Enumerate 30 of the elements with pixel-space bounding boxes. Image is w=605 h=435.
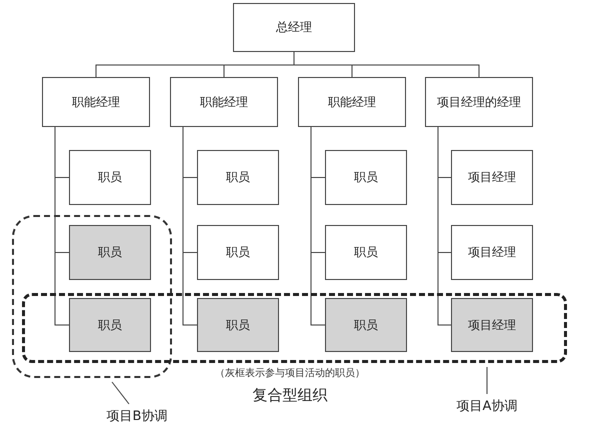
dashed-rounded-region (12, 215, 172, 378)
role-box: 职员 (325, 225, 407, 280)
connector-line (438, 126, 452, 326)
role-box: 职员 (69, 150, 151, 205)
highlighted-role-box: 职员 (197, 298, 279, 352)
role-box: 职员 (325, 150, 407, 205)
role-box: 项目经理的经理 (425, 77, 533, 127)
coordination-label: 项目A协调 (448, 396, 526, 416)
role-box: 项目经理 (451, 225, 533, 280)
role-box: 总经理 (233, 3, 355, 52)
coordination-label: 项目B协调 (100, 406, 174, 426)
role-box: 项目经理 (451, 150, 533, 205)
connector-line (54, 126, 70, 326)
role-box: 职能经理 (42, 77, 150, 127)
highlighted-role-box: 职员 (325, 298, 407, 352)
connector-line (182, 126, 198, 326)
connector-line (294, 52, 480, 78)
leader-line (486, 366, 488, 394)
role-box: 职员 (197, 225, 279, 280)
dashed-region (22, 293, 567, 363)
role-box: 职员 (197, 150, 279, 205)
highlighted-role-box: 项目经理 (451, 298, 533, 352)
role-box: 职能经理 (298, 77, 406, 127)
leader-line (112, 382, 130, 404)
highlighted-role-box: 职员 (69, 225, 151, 280)
highlighted-role-box: 职员 (69, 298, 151, 352)
connector-line (310, 126, 326, 326)
note-text: （灰框表示参与项目活动的职员） (214, 366, 366, 380)
caption: 复合型组织 (252, 386, 328, 405)
role-box: 职能经理 (170, 77, 278, 127)
